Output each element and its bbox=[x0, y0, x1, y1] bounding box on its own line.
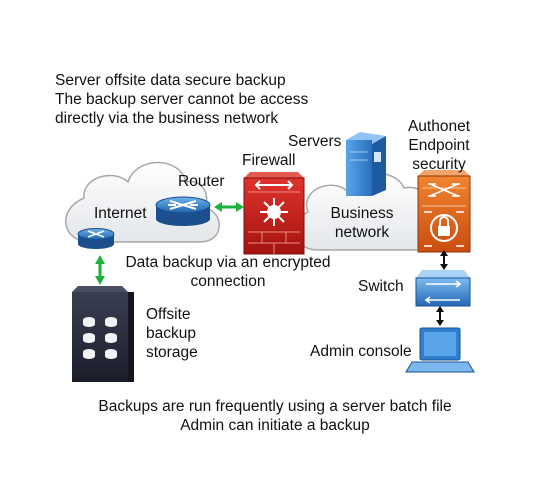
edge-router-icon bbox=[77, 228, 115, 249]
router-firewall-connection bbox=[214, 202, 244, 212]
servers-label: Servers bbox=[288, 133, 342, 150]
security-switch-connection bbox=[440, 250, 448, 270]
endpoint-security-icon bbox=[417, 170, 471, 253]
backup-connection-label-line: Data backup via an encrypted bbox=[125, 254, 331, 271]
backup-connection-label: Data backup via an encrypted connection bbox=[120, 253, 336, 291]
offsite-storage-label: Offsite backup storage bbox=[146, 305, 198, 362]
internet-storage-connection bbox=[95, 255, 105, 285]
router-icon bbox=[155, 196, 211, 226]
business-network-label-line: network bbox=[334, 224, 390, 241]
firewall-label: Firewall bbox=[242, 152, 296, 169]
router-label: Router bbox=[178, 173, 225, 190]
backup-connection-label-line: connection bbox=[190, 273, 266, 290]
authonet-label-line: Endpoint bbox=[408, 137, 470, 154]
footer-line: Admin can initiate a backup bbox=[180, 417, 370, 434]
switch-icon bbox=[415, 270, 471, 307]
footer-text: Backups are run frequently using a serve… bbox=[60, 397, 490, 435]
firewall-icon bbox=[243, 172, 305, 255]
admin-console-label: Admin console bbox=[310, 343, 412, 360]
offsite-storage-label-line: storage bbox=[146, 344, 198, 361]
footer-line: Backups are run frequently using a serve… bbox=[98, 398, 452, 415]
offsite-storage-label-line: Offsite bbox=[146, 306, 191, 323]
laptop-icon bbox=[405, 327, 475, 373]
business-network-label: Business network bbox=[326, 204, 398, 242]
authonet-label: Authonet Endpoint security bbox=[402, 117, 476, 174]
business-network-label-line: Business bbox=[330, 205, 394, 222]
header-line: directly via the business network bbox=[55, 110, 279, 127]
header-line: The backup server cannot be access bbox=[55, 91, 309, 108]
header-text: Server offsite data secure backup The ba… bbox=[55, 71, 308, 128]
authonet-label-line: Authonet bbox=[407, 118, 471, 135]
server-tower-icon bbox=[346, 132, 386, 196]
switch-label: Switch bbox=[358, 278, 404, 295]
authonet-label-line: security bbox=[412, 156, 466, 173]
internet-label: Internet bbox=[94, 205, 147, 222]
header-line: Server offsite data secure backup bbox=[55, 72, 286, 89]
switch-console-connection bbox=[436, 306, 444, 326]
offsite-storage-label-line: backup bbox=[146, 325, 196, 342]
storage-icon bbox=[72, 286, 134, 382]
